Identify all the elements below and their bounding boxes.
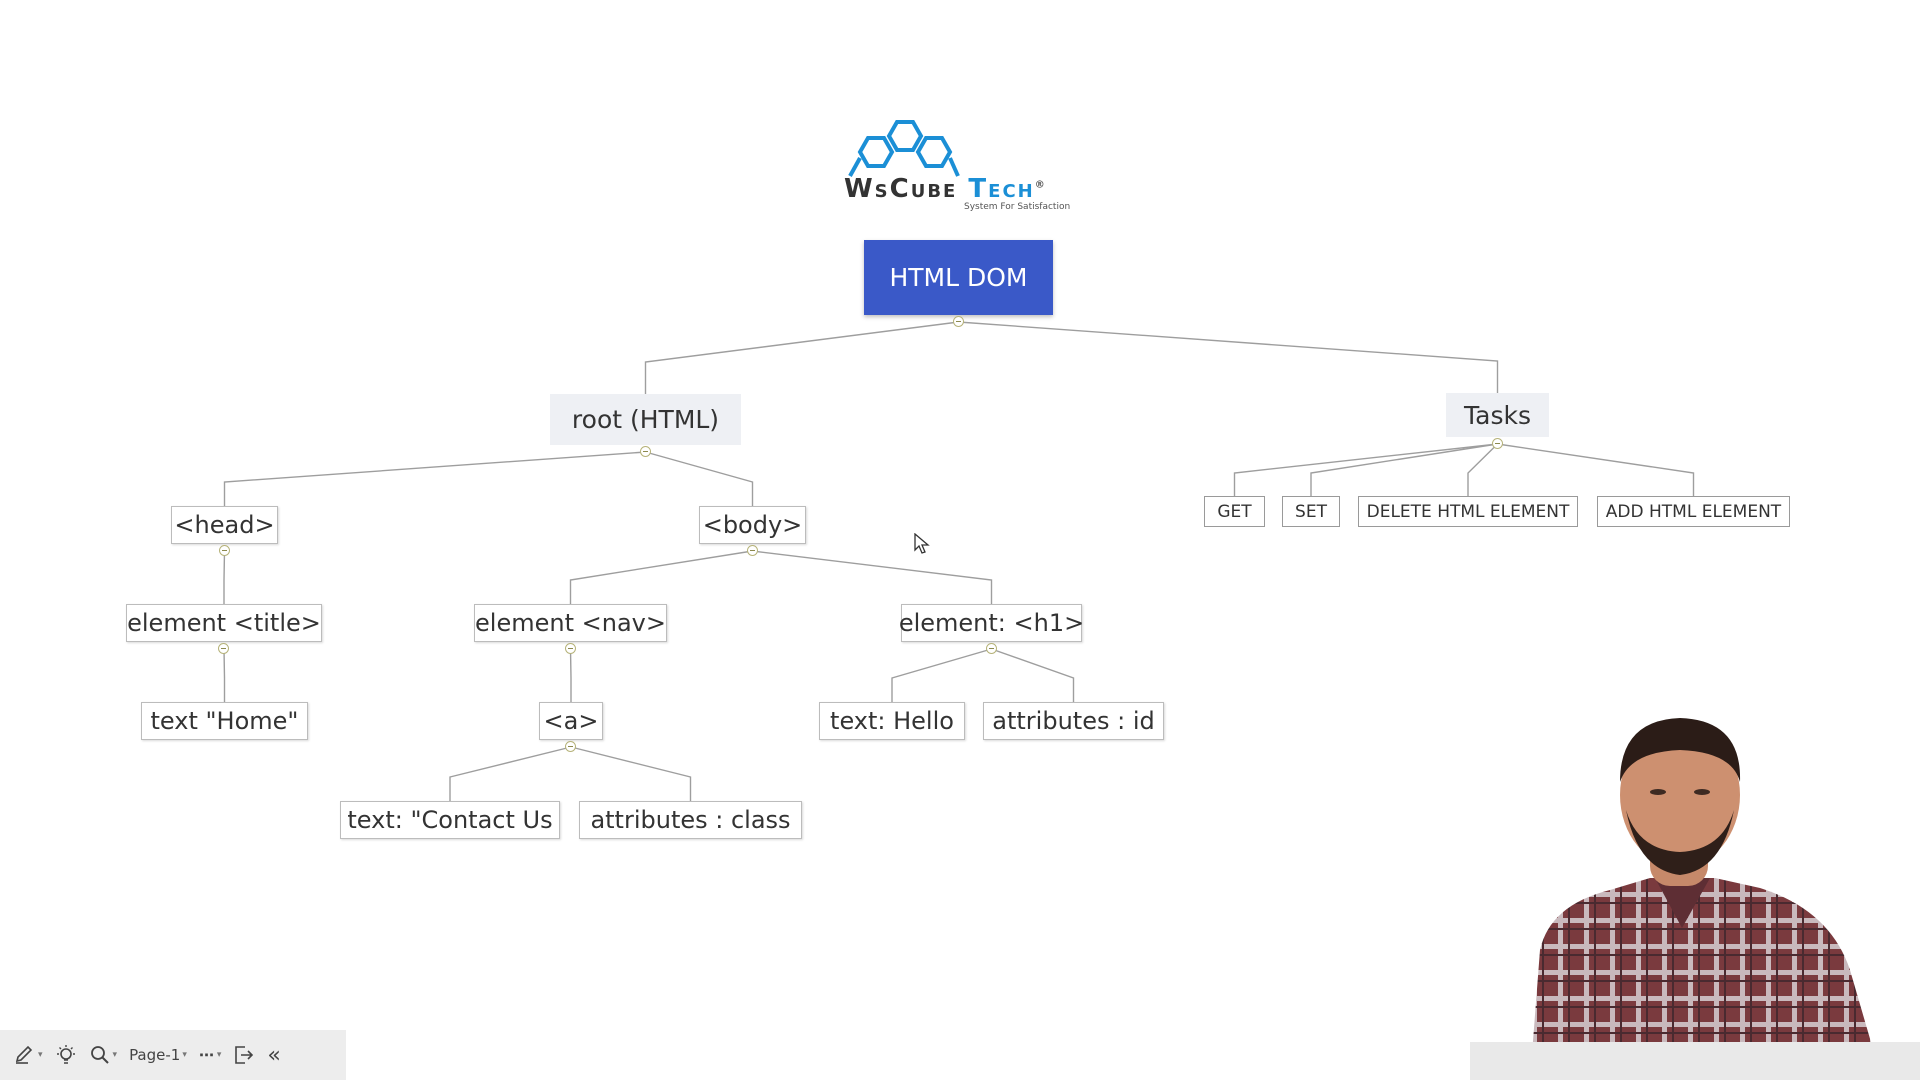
collapse-toggle-icon[interactable] — [218, 545, 230, 556]
topic-head[interactable]: <head> — [171, 506, 278, 544]
collapse-toggle-icon[interactable] — [985, 643, 997, 654]
chevron-down-icon: ▾ — [216, 1050, 222, 1060]
bottom-toolbar: ▾ ▾ Page-1 ▾ ⋯ ▾ « — [0, 1030, 346, 1080]
connector-tasks-delete — [1467, 443, 1498, 496]
pen-tool-button[interactable]: ▾ — [14, 1045, 43, 1065]
collapse-toggle-icon[interactable] — [952, 316, 964, 327]
collapse-toggle-icon[interactable] — [218, 643, 229, 654]
topic-body[interactable]: <body> — [699, 506, 806, 544]
collapse-toggle-icon[interactable] — [1491, 438, 1503, 449]
connector-central-tasks — [958, 321, 1499, 393]
connector-nav-a — [569, 648, 572, 702]
topic-h1[interactable]: element: <h1> — [899, 604, 1084, 642]
presenter-video — [1470, 700, 1920, 1080]
connector-title-home — [223, 648, 226, 702]
collapse-toggle-icon[interactable] — [746, 545, 758, 556]
exit-icon — [235, 1046, 254, 1064]
connector-a-class — [570, 746, 692, 801]
topic-idattr[interactable]: attributes : id — [983, 702, 1164, 740]
collapse-toggle-icon[interactable] — [564, 643, 576, 654]
chevron-down-icon: ▾ — [182, 1050, 187, 1060]
page-select[interactable]: Page-1 ▾ — [129, 1046, 187, 1064]
zoom-button[interactable]: ▾ — [89, 1044, 118, 1066]
page-label: Page-1 — [129, 1046, 181, 1064]
connector-tasks-set — [1310, 443, 1498, 496]
bulb-icon — [56, 1045, 75, 1064]
exit-button[interactable] — [233, 1044, 255, 1066]
connector-head-title — [223, 550, 226, 604]
double-chevron-left-icon: « — [267, 1042, 281, 1068]
connector-root-head — [223, 451, 646, 506]
collapse-toggle-icon[interactable] — [565, 741, 576, 752]
logo-tagline: System For Satisfaction — [964, 202, 1071, 212]
topic-central[interactable]: HTML DOM — [864, 240, 1053, 315]
more-button[interactable]: ⋯ ▾ — [199, 1046, 222, 1064]
topic-root[interactable]: root (HTML) — [550, 394, 741, 445]
topic-delete[interactable]: DELETE HTML ELEMENT — [1358, 496, 1578, 527]
topic-nav[interactable]: element <nav> — [474, 604, 667, 642]
topic-tasks[interactable]: Tasks — [1446, 393, 1549, 437]
chevron-down-icon: ▾ — [38, 1050, 43, 1060]
connector-a-contact — [449, 746, 572, 801]
collapse-toggle-icon[interactable] — [639, 446, 651, 457]
topic-set[interactable]: SET — [1282, 496, 1340, 527]
connector-body-h1 — [752, 550, 993, 604]
logo-brand-text: WsCube Tech® — [844, 174, 1047, 204]
wscube-tech-logo: WsCube Tech® System For Satisfaction — [838, 118, 1088, 218]
pen-icon — [15, 1045, 33, 1064]
topic-class[interactable]: attributes : class — [579, 801, 802, 839]
chevron-down-icon: ▾ — [112, 1050, 118, 1060]
magnifier-icon — [90, 1046, 109, 1064]
connector-central-root — [644, 321, 959, 394]
connector-root-body — [645, 451, 754, 506]
collapse-button[interactable]: « — [267, 1043, 280, 1068]
theme-button[interactable] — [55, 1044, 77, 1066]
connector-body-nav — [569, 550, 753, 604]
connector-tasks-add — [1497, 443, 1695, 496]
topic-add[interactable]: ADD HTML ELEMENT — [1597, 496, 1790, 527]
hexagon-logo-icon — [848, 120, 960, 177]
topic-home[interactable]: text "Home" — [141, 702, 308, 740]
connector-h1-hello — [891, 648, 992, 702]
topic-hello[interactable]: text: Hello — [819, 702, 965, 740]
ellipsis-icon: ⋯ — [198, 1046, 215, 1064]
connector-h1-idattr — [991, 648, 1075, 702]
topic-a[interactable]: <a> — [539, 702, 603, 740]
topic-get[interactable]: GET — [1204, 496, 1265, 527]
topic-contact[interactable]: text: "Contact Us — [340, 801, 560, 839]
mouse-cursor-icon — [914, 533, 930, 554]
topic-title[interactable]: element <title> — [126, 604, 322, 642]
connector-tasks-get — [1233, 443, 1498, 496]
